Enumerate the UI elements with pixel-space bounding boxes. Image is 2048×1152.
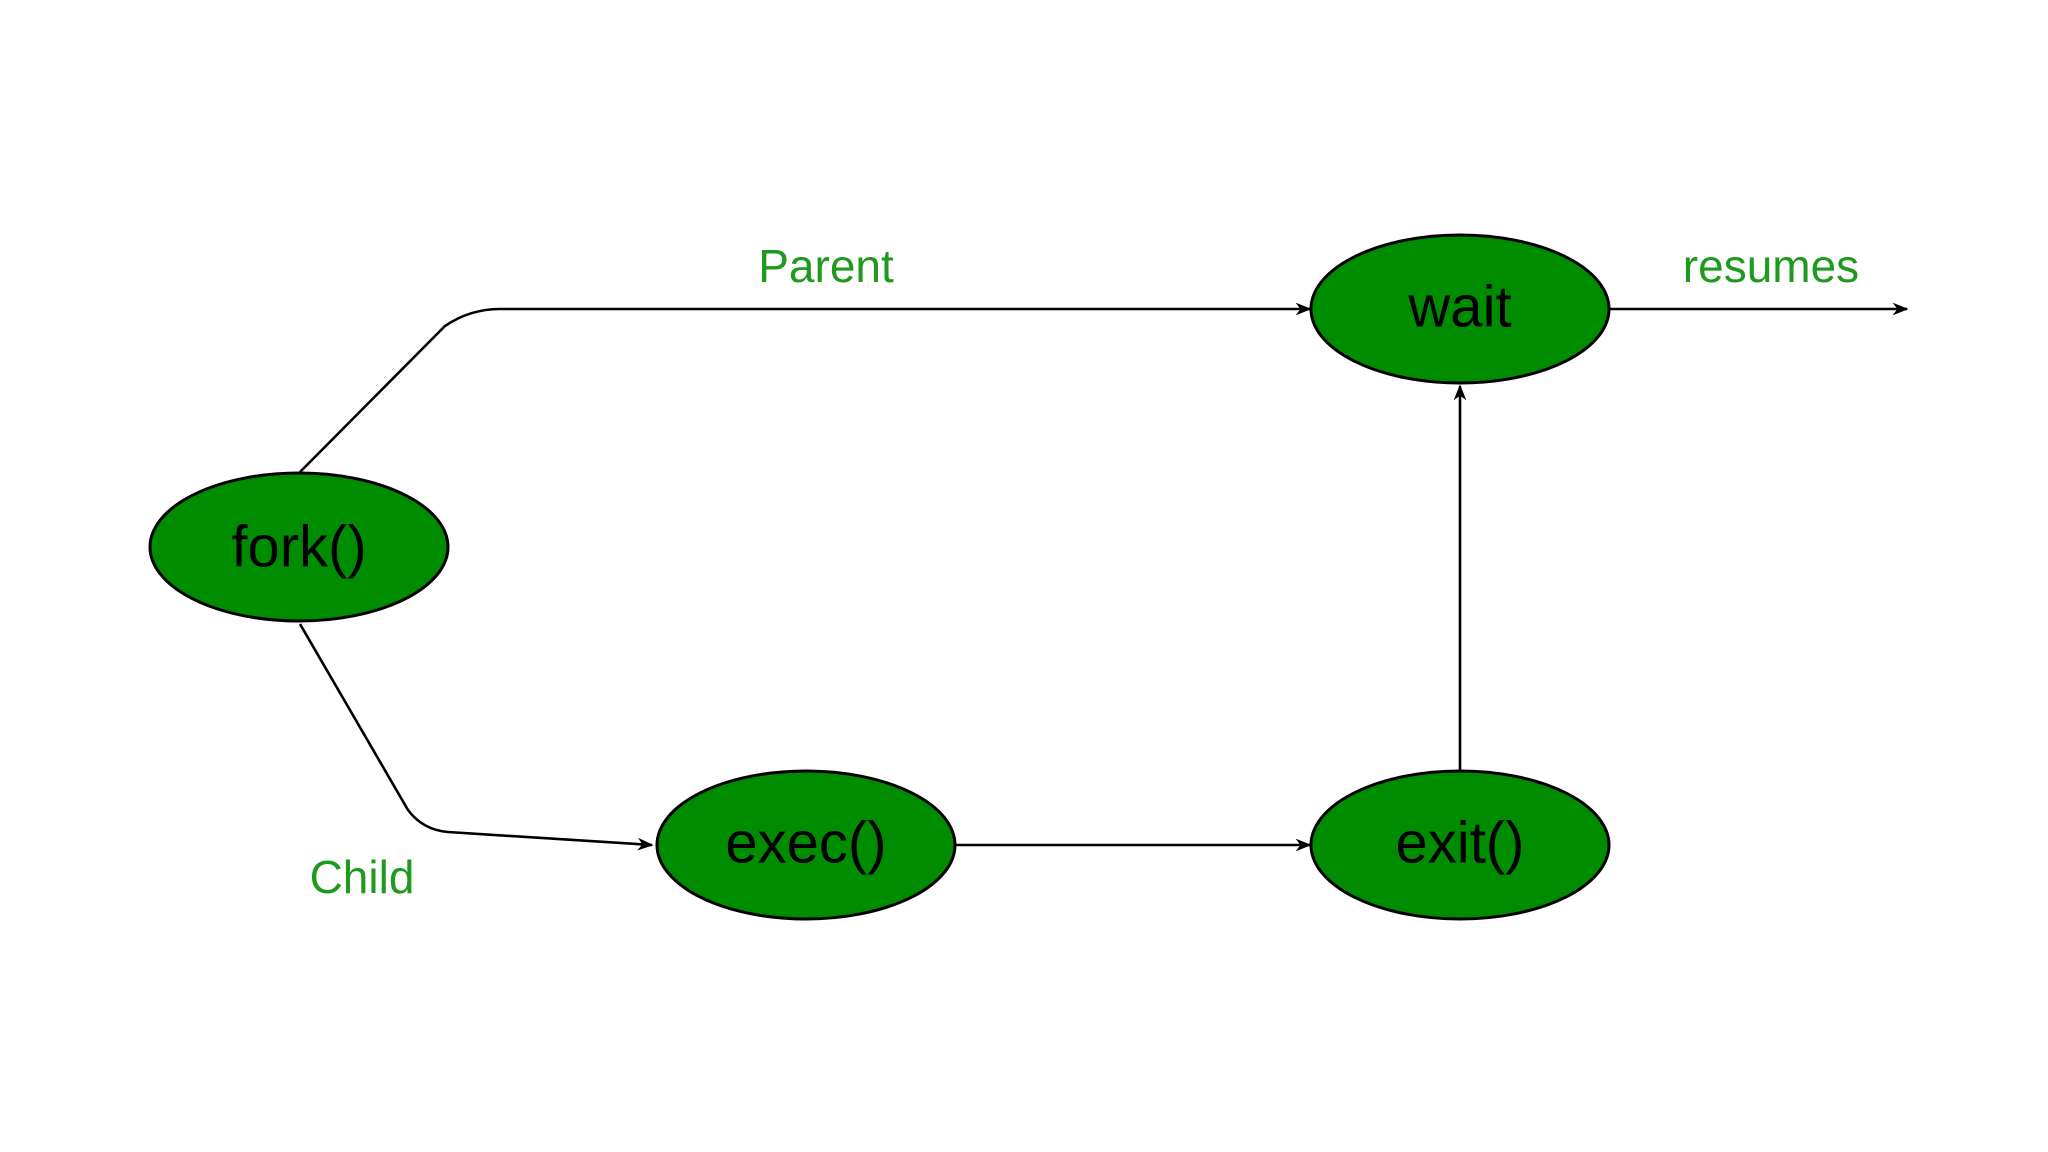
node-wait-label: wait <box>1407 275 1511 340</box>
node-exit-ellipse <box>1309 769 1611 921</box>
node-exec-label: exec() <box>725 811 886 876</box>
edge-fork-to-exec <box>298 623 654 851</box>
edge-label-child: Child <box>310 851 415 903</box>
node-fork-label: fork() <box>231 515 366 580</box>
node-exit: exit() <box>1309 769 1611 921</box>
node-exit-label: exit() <box>1396 811 1525 876</box>
edge-fork-to-wait <box>299 302 1312 473</box>
edge-label-parent: Parent <box>758 240 894 292</box>
edge-label-resumes: resumes <box>1683 240 1859 292</box>
node-exec: exec() <box>655 769 957 921</box>
node-wait-ellipse <box>1309 233 1611 385</box>
node-fork: fork() <box>148 471 450 623</box>
node-exec-ellipse <box>655 769 957 921</box>
node-fork-ellipse <box>148 471 450 623</box>
node-wait: wait <box>1309 233 1611 385</box>
